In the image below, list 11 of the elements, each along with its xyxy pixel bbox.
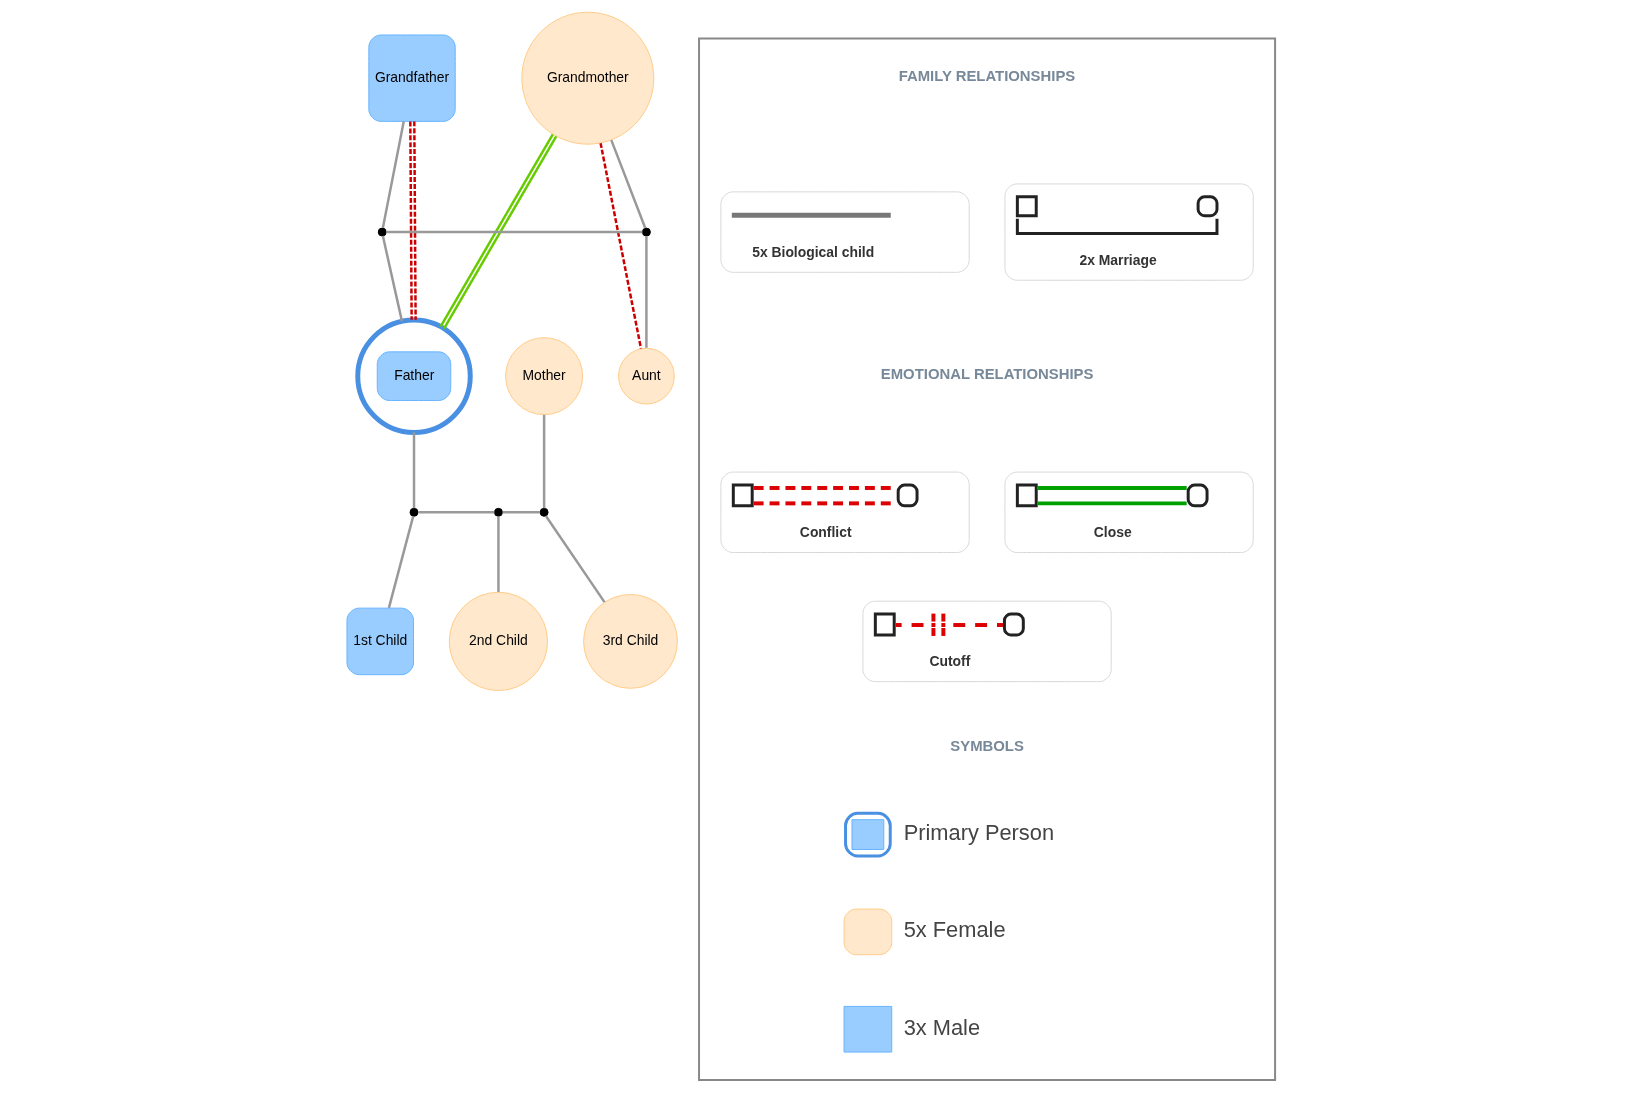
label: EMOTIONAL RELATIONSHIPS — [880, 365, 1094, 382]
legend-label: Close — [1093, 524, 1132, 541]
legend-label: Conflict — [799, 524, 852, 541]
label: FAMILY RELATIONSHIPS — [898, 67, 1076, 84]
legend-label: Cutoff — [929, 653, 971, 670]
legend-label: 5x Female — [903, 917, 1006, 943]
legend-label: 5x Biological child — [752, 244, 875, 261]
legend-label: 3x Male — [903, 1014, 981, 1040]
label: SYMBOLS — [950, 737, 1024, 754]
legend-label: Primary Person — [903, 820, 1055, 846]
legend-label: 2x Marriage — [1079, 252, 1157, 269]
